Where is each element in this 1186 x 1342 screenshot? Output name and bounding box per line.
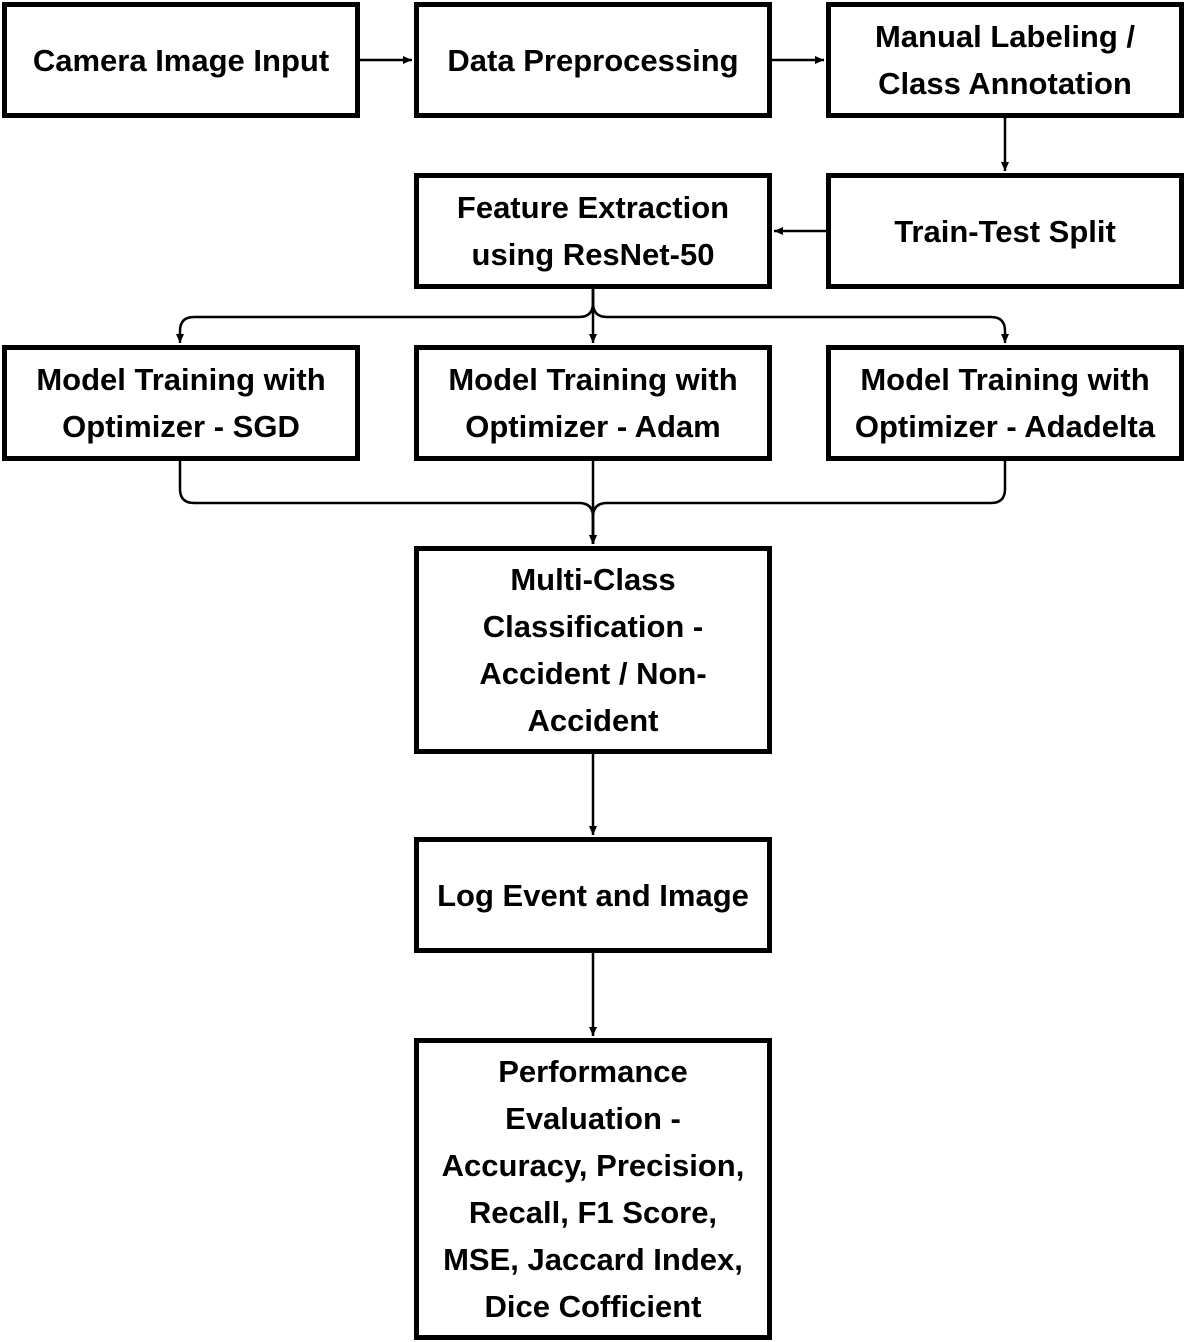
data-preprocessing-box: Data Preprocessing [414,2,772,118]
manual-labeling-box: Manual Labeling / Class Annotation [826,2,1184,118]
training-adam-box: Model Training with Optimizer - Adam [414,345,772,461]
edge-sgd-to-classify [178,461,597,544]
classification-box: Multi-Class Classification - Accident / … [414,546,772,754]
edge-feature-to-adadelta [591,289,1009,343]
log-event-box: Log Event and Image [414,837,772,953]
train-test-split-box: Train-Test Split [826,173,1184,289]
camera-image-input-box: Camera Image Input [2,2,360,118]
performance-evaluation-box: Performance Evaluation - Accuracy, Preci… [414,1038,772,1340]
feature-extraction-box: Feature Extraction using ResNet-50 [414,173,772,289]
edge-adadelta-to-classify [589,461,1007,544]
training-sgd-box: Model Training with Optimizer - SGD [2,345,360,461]
training-adadelta-box: Model Training with Optimizer - Adadelta [826,345,1184,461]
edge-feature-to-sgd [176,289,595,343]
